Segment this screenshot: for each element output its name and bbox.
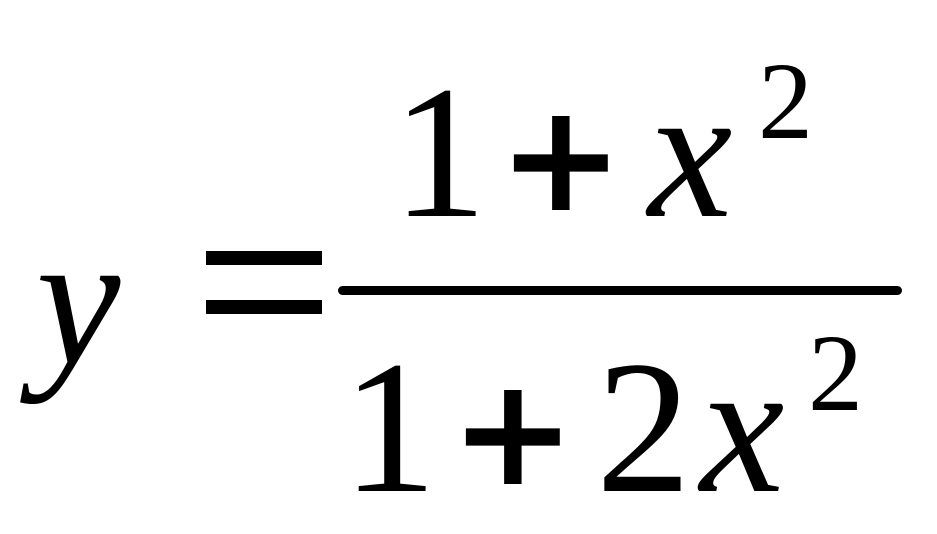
lhs-variable-y: y bbox=[36, 195, 121, 405]
numerator-plus: + bbox=[498, 72, 624, 246]
numerator-variable-x: x bbox=[648, 48, 733, 258]
denominator-plus: + bbox=[450, 346, 576, 520]
denominator-one: 1 bbox=[342, 323, 437, 533]
denominator-variable-x: x bbox=[700, 323, 785, 533]
denominator-coefficient: 2 bbox=[596, 323, 691, 533]
numerator-one: 1 bbox=[392, 48, 487, 258]
denominator-exponent: 2 bbox=[808, 312, 863, 434]
equals-text: = bbox=[206, 255, 207, 256]
fraction-bar bbox=[338, 286, 902, 295]
numerator-exponent: 2 bbox=[758, 40, 813, 162]
